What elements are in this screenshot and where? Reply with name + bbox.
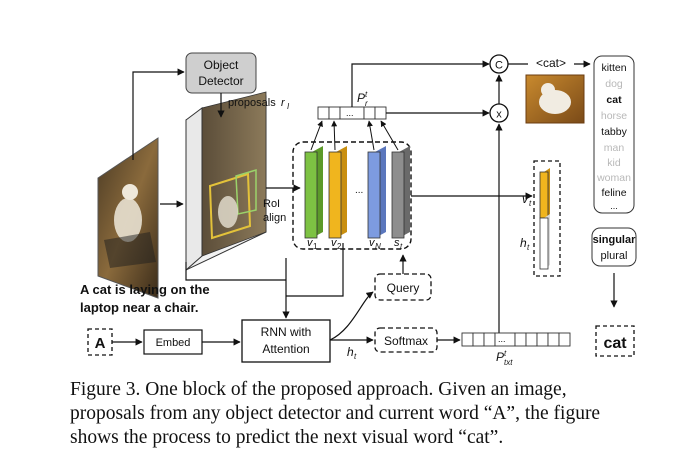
proposals-subscript: I <box>287 102 290 111</box>
vt-bar <box>539 171 549 219</box>
cat-tag-label: <cat> <box>536 56 566 70</box>
vt-ht-vector <box>539 168 550 270</box>
vt-label-sub: t <box>529 199 532 208</box>
figure-caption: Figure 3. One block of the proposed appr… <box>70 378 650 450</box>
sentence-line2: laptop near a chair. <box>80 300 199 315</box>
attn-arrow-st <box>380 120 399 151</box>
singular-label: singular <box>593 234 637 246</box>
pr-superscript: t <box>365 90 368 99</box>
pr-subscript: r <box>365 99 368 108</box>
plural-label: plural <box>601 250 628 262</box>
plurality-box <box>591 227 637 267</box>
caption-line1: Figure 3. One block of the proposed appr… <box>70 379 567 400</box>
label-st: s <box>394 237 400 249</box>
label-st-sub: t <box>400 242 403 251</box>
rnn-label-line1: RNN with <box>261 325 312 339</box>
concat-node: C <box>489 54 509 74</box>
query-label: Query <box>387 281 420 295</box>
rnn-label-line2: Attention <box>262 342 309 356</box>
region-feature-v2 <box>328 151 342 239</box>
sentence-line1: A cat is laying on the <box>80 282 210 297</box>
label-v2: v <box>331 237 338 249</box>
roi-align-label-line2: align <box>263 212 286 224</box>
label-vN: v <box>369 237 376 249</box>
vocab-item: horse <box>601 110 627 122</box>
attn-arrow-v2 <box>331 120 338 151</box>
object-detector-box: Object Detector <box>185 52 257 94</box>
ht-label: h <box>520 236 527 250</box>
region-ellipsis: ... <box>355 185 363 196</box>
vocabulary-list: kitten dog cat horse tabby man kid woman… <box>596 62 631 211</box>
softmax-label: Softmax <box>384 334 428 348</box>
image-to-detector-arrow <box>132 68 185 160</box>
concat-symbol: C <box>495 60 503 72</box>
cat-tag-bg <box>528 56 574 70</box>
vt-ht-group <box>533 160 561 277</box>
pr-symbol: P <box>357 91 365 105</box>
ht-bar <box>539 217 549 270</box>
vocab-item: tabby <box>601 126 627 138</box>
ht-label-sub: t <box>527 243 530 252</box>
ptxt-ellipsis: ... <box>498 334 506 344</box>
multiply-node: x <box>489 103 509 123</box>
region-feature-v1 <box>304 151 318 239</box>
text-prob-vector-ptxt: ... P t txt <box>461 332 571 367</box>
input-image <box>97 137 159 299</box>
vocab-item: woman <box>596 172 631 184</box>
vocab-item: man <box>604 142 625 154</box>
pointer-prob-vector-pr: ... P t r <box>317 90 387 120</box>
object-detector-label-line2: Detector <box>198 74 243 88</box>
vocab-item: kid <box>607 157 621 169</box>
architecture-diagram: Object Detector proposals r I RoI align … <box>80 52 637 367</box>
proposals-label: proposals r I <box>228 97 290 111</box>
pr-to-concat-arrow <box>351 60 490 107</box>
vocab-item: kitten <box>601 62 626 74</box>
vocab-item: feline <box>601 187 626 199</box>
region-features-group <box>292 141 412 250</box>
region-features: ... <box>304 146 410 239</box>
query-box <box>374 273 432 301</box>
label-vN-sub: N <box>375 242 381 251</box>
proposals-text: proposals <box>228 97 276 109</box>
slab-to-rnn-line <box>185 262 286 281</box>
rnn-attention-box <box>241 319 331 363</box>
ptxt-superscript: t <box>504 349 507 358</box>
h-t-label: h <box>347 345 354 359</box>
rnn-to-query-arrow <box>329 291 374 341</box>
detector-output-slab <box>185 91 267 272</box>
vocab-item-selected: cat <box>606 94 622 106</box>
attn-arrow-vN <box>366 120 375 151</box>
embed-label: Embed <box>156 337 191 349</box>
attn-arrow-v1 <box>310 120 323 151</box>
label-v1: v <box>307 237 314 249</box>
h-t-label-sub: t <box>354 352 357 361</box>
output-word-box <box>595 325 635 357</box>
proposals-symbol: r <box>281 97 286 109</box>
ptxt-symbol: P <box>496 350 504 364</box>
input-word: A <box>95 335 106 352</box>
caption-line3: shows the process to predict the next vi… <box>70 427 504 448</box>
vocab-item: ... <box>610 201 618 211</box>
output-word: cat <box>603 335 627 352</box>
ptxt-subscript: txt <box>504 358 513 367</box>
caption-line2: proposals from any object detector and c… <box>70 403 601 424</box>
multiply-symbol: x <box>496 109 502 121</box>
label-v1-sub: 1 <box>313 242 318 251</box>
vocabulary-box <box>593 55 635 214</box>
v2-to-rnn-line <box>286 243 344 297</box>
cat-thumbnail <box>525 74 585 124</box>
object-detector-label-line1: Object <box>204 58 239 72</box>
roi-align-label-line1: RoI <box>263 198 280 210</box>
region-feature-labels: v 1 v 2 v N s t <box>307 237 403 251</box>
label-v2-sub: 2 <box>337 242 342 251</box>
region-feature-vN <box>367 151 381 239</box>
vocab-item: dog <box>605 78 623 90</box>
sentinel-feature-st <box>391 151 405 239</box>
pr-ellipsis: ... <box>346 108 354 118</box>
vt-label: v <box>522 192 529 206</box>
